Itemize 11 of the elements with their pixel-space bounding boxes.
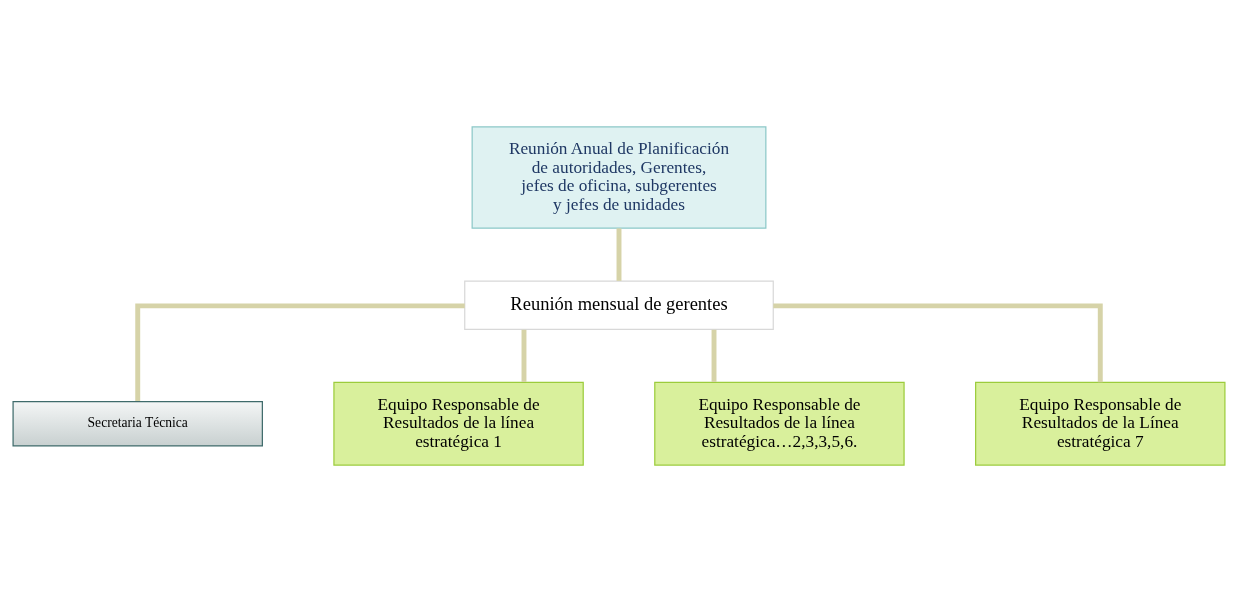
connector [711, 329, 717, 382]
connector [521, 329, 527, 382]
node-box: Equipo Responsable de Resultados de la línea estratégica…2,3,3,5,6. [654, 381, 905, 466]
connector [135, 303, 465, 401]
node-box: Equipo Responsable de Resultados de la Línea estratégica 7 [975, 381, 1226, 466]
connector [773, 303, 1103, 383]
connector [616, 228, 622, 281]
node-box: Secretaria Técnica [12, 400, 263, 447]
node-box: Equipo Responsable de Resultados de la línea estratégica 1 [333, 381, 584, 466]
node-box: Reunión Anual de Planificación de autoridades, Gerentes, jefes de oficina, subgerentes y jefes de unidades [471, 126, 767, 229]
node-box: Reunión mensual de gerentes [464, 280, 774, 330]
